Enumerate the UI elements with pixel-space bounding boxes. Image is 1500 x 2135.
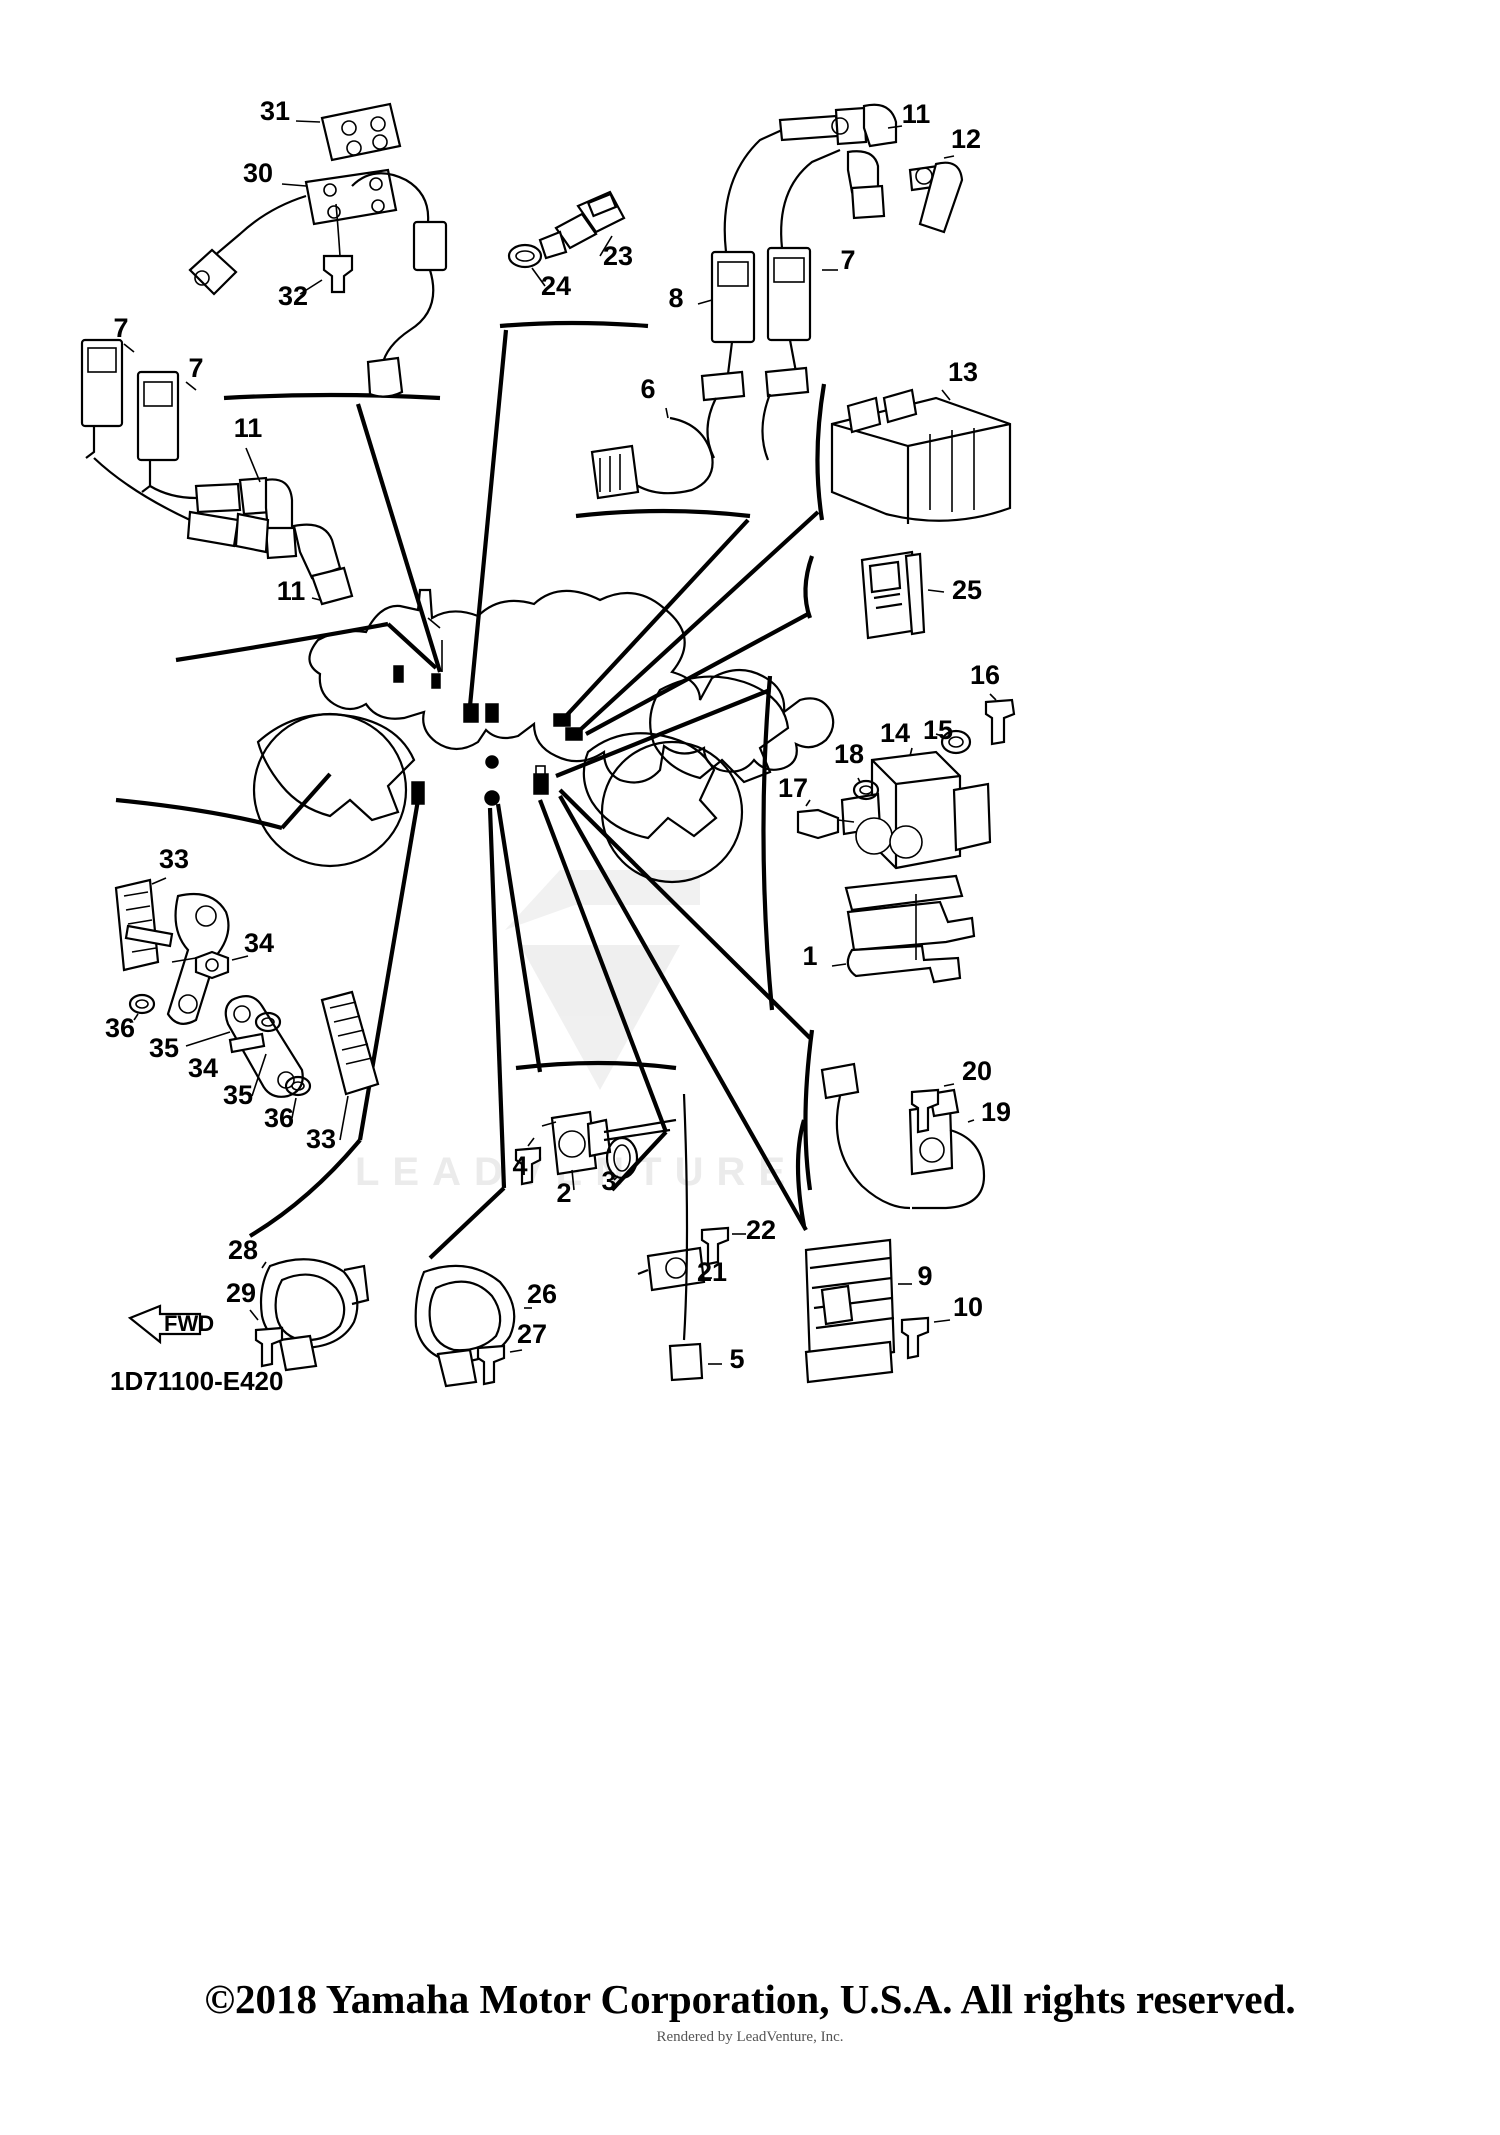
callout-11b: 11 — [277, 576, 306, 606]
callout-33a: 33 — [159, 844, 189, 874]
copyright-text: ©2018 Yamaha Motor Corporation, U.S.A. A… — [204, 1976, 1296, 2022]
callout-12: 12 — [951, 124, 981, 154]
part-34-nut — [194, 950, 249, 980]
diagram-code: 1D71100-E420 — [110, 1366, 283, 1396]
part-30-fuel-pump — [188, 168, 448, 398]
motorcycle-outline — [252, 588, 835, 884]
callout-34b: 34 — [188, 1053, 218, 1083]
callout-22: 22 — [746, 1215, 776, 1245]
part-29-bolt — [249, 1309, 284, 1368]
part-19-sensor — [820, 1062, 986, 1210]
part-31-gasket — [295, 102, 402, 162]
part-35-bracket-lower — [185, 995, 304, 1098]
part-15-washer — [935, 729, 972, 755]
callout-28: 28 — [228, 1235, 258, 1265]
callout-26: 26 — [527, 1279, 557, 1309]
part-1-wire-harness-flat — [831, 874, 976, 984]
part-28-horn-upper — [259, 1258, 370, 1372]
part-35-washer-lower — [251, 1011, 282, 1097]
part-14-starter-relay — [840, 747, 992, 870]
callout-23: 23 — [603, 241, 633, 271]
part-11-plug-caps-left — [93, 447, 354, 606]
part-11-12-plug-cap-right — [846, 125, 964, 234]
callout-15: 15 — [923, 715, 953, 745]
callout-31: 31 — [260, 96, 290, 126]
callout-13: 13 — [948, 357, 978, 387]
callout-20: 20 — [962, 1056, 992, 1086]
callout-10: 10 — [953, 1292, 983, 1322]
callout-32: 32 — [278, 281, 308, 311]
callout-9: 9 — [917, 1261, 932, 1291]
rendered-by-text: Rendered by LeadVenture, Inc. — [656, 2029, 844, 2045]
callout-3: 3 — [601, 1166, 616, 1196]
part-8-coils-right — [697, 103, 898, 461]
part-2-sensor-housing — [550, 1110, 677, 1191]
callout-2: 2 — [556, 1178, 571, 1208]
fwd-marker: FWD — [127, 1304, 214, 1345]
part-22-bolt — [700, 1226, 746, 1266]
callout-11a: 11 — [234, 413, 263, 443]
callout-4: 4 — [512, 1151, 527, 1181]
part-5-ground-lead — [668, 1093, 722, 1382]
fwd-label: FWD — [164, 1311, 214, 1336]
part-36-washer-upper — [128, 993, 156, 1021]
part-13-ecu — [830, 388, 1012, 524]
callout-35a: 35 — [149, 1033, 179, 1063]
part-26-horn-lower — [414, 1264, 532, 1388]
callout-19: 19 — [981, 1097, 1011, 1127]
callout-14: 14 — [880, 718, 910, 748]
callout-6: 6 — [640, 374, 655, 404]
callout-17: 17 — [778, 773, 808, 803]
part-33-reflector-upper — [114, 877, 167, 972]
callout-21: 21 — [697, 1257, 727, 1287]
callout-8: 8 — [668, 283, 683, 313]
callout-labels: 31 30 32 7 7 11 11 23 24 11 12 7 8 6 13 … — [105, 96, 1011, 1374]
callout-36a: 36 — [105, 1013, 135, 1043]
part-4-bolt — [514, 1121, 557, 1186]
callout-33b: 33 — [306, 1124, 336, 1154]
callout-34a: 34 — [244, 928, 274, 958]
callout-16: 16 — [970, 660, 1000, 690]
part-20-bolt — [910, 1083, 955, 1134]
part-36-washer-lower — [284, 1075, 312, 1119]
callout-11c: 11 — [902, 99, 931, 129]
part-33-reflector-lower — [320, 990, 380, 1141]
part-6-wire-harness — [590, 407, 714, 500]
leader-lines — [115, 320, 827, 1260]
hotspot-markers — [393, 617, 583, 806]
part-18-washer — [852, 777, 880, 801]
callout-24: 24 — [541, 271, 571, 301]
callout-1: 1 — [802, 941, 817, 971]
callout-18: 18 — [834, 739, 864, 769]
callout-30: 30 — [243, 158, 273, 188]
part-23-sensor — [538, 190, 626, 260]
callout-27: 27 — [517, 1319, 547, 1349]
part-16-bolt — [984, 693, 1016, 746]
part-9-rectifier — [804, 1238, 912, 1384]
footer: ©2018 Yamaha Motor Corporation, U.S.A. A… — [0, 1975, 1500, 2046]
callout-7b: 7 — [188, 353, 203, 383]
callout-7c: 7 — [840, 245, 855, 275]
callout-25: 25 — [952, 575, 982, 605]
part-24-oring — [507, 243, 546, 287]
part-7-coils-left — [80, 338, 197, 493]
part-32-bolt — [299, 203, 354, 295]
part-17-bolt — [796, 799, 855, 840]
part-27-bolt — [476, 1344, 523, 1386]
part-3-oring — [605, 1136, 639, 1181]
part-25-relay — [860, 550, 945, 640]
callout-29: 29 — [226, 1278, 256, 1308]
callout-7a: 7 — [113, 313, 128, 343]
callout-35b: 35 — [223, 1080, 253, 1110]
callout-36b: 36 — [264, 1103, 294, 1133]
part-10-bolt — [900, 1316, 951, 1360]
callout-5: 5 — [729, 1344, 744, 1374]
